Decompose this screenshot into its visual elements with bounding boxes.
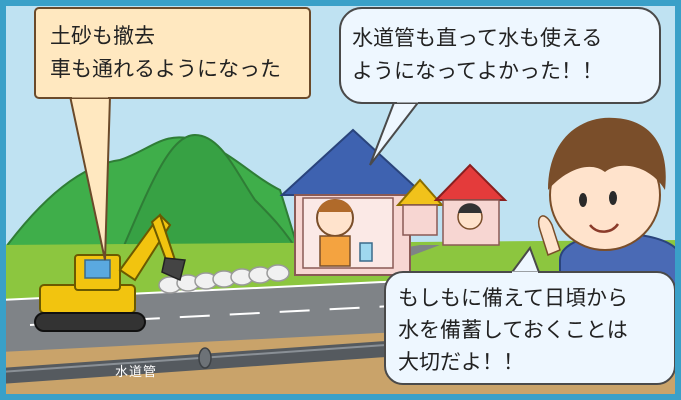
rubble <box>158 264 290 294</box>
bubble-center-text: 水道管も直って水も使える ようになってよかった！！ <box>352 26 603 83</box>
speech-bubble-left <box>34 7 311 261</box>
house-blue <box>279 128 427 276</box>
house-yellow <box>395 178 445 236</box>
bubble-left-text: 土砂も撤去 車も通れるようになった <box>50 24 281 81</box>
speech-bubble-center <box>339 7 661 166</box>
excavator <box>34 213 186 332</box>
bubble-right-text: もしもに備えて日頃から 水を備蓄しておくことは 大切だよ！！ <box>398 286 628 374</box>
pipe-joint <box>198 347 212 369</box>
house-red <box>433 163 508 246</box>
water-pipe-label: 水道管 <box>115 365 158 380</box>
